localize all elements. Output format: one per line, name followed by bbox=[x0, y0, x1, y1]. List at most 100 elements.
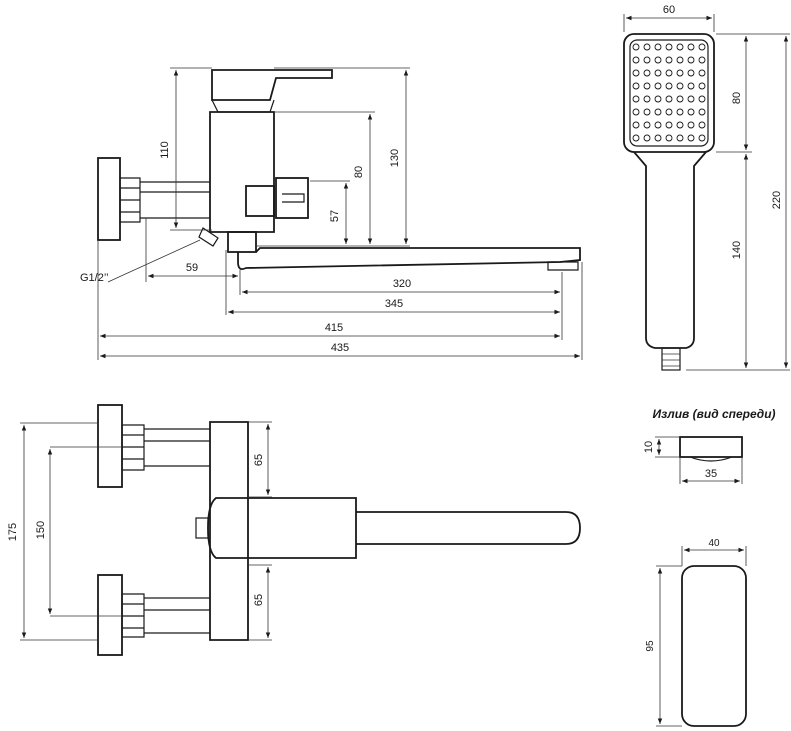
top-spout bbox=[356, 511, 581, 545]
spray-nozzle bbox=[654, 108, 662, 116]
dim-435: 435 bbox=[331, 342, 349, 354]
dim-40: 40 bbox=[708, 538, 720, 549]
spray-nozzle bbox=[687, 134, 695, 142]
spray-nozzle bbox=[643, 134, 651, 142]
shower-head bbox=[623, 33, 715, 153]
spray-nozzle bbox=[665, 43, 673, 51]
dim-65-lower: 65 bbox=[253, 594, 265, 606]
spray-nozzle bbox=[654, 82, 662, 90]
spray-nozzle bbox=[676, 69, 684, 77]
top-nut-lower bbox=[121, 593, 145, 638]
spray-nozzle bbox=[654, 56, 662, 64]
dim-57: 57 bbox=[329, 210, 341, 222]
mixer-top-view: 175 150 65 65 bbox=[7, 404, 581, 656]
spray-nozzle bbox=[654, 69, 662, 77]
spray-nozzles bbox=[632, 43, 706, 142]
spray-nozzle bbox=[643, 121, 651, 129]
shower-head-face bbox=[629, 39, 709, 147]
spray-nozzle bbox=[698, 82, 706, 90]
spray-nozzle bbox=[665, 95, 673, 103]
spray-nozzle bbox=[643, 82, 651, 90]
spout-front-caption: Излив (вид спереди) bbox=[652, 407, 775, 421]
dim-140: 140 bbox=[731, 241, 743, 259]
shower-outlet bbox=[198, 227, 219, 247]
spout-collar bbox=[227, 231, 257, 253]
spray-nozzle bbox=[687, 82, 695, 90]
spray-nozzle bbox=[654, 43, 662, 51]
thread-leader-line bbox=[107, 239, 201, 283]
spray-nozzle bbox=[632, 82, 640, 90]
spray-nozzle bbox=[643, 69, 651, 77]
diverter-knob bbox=[275, 177, 309, 219]
spray-nozzle bbox=[676, 121, 684, 129]
spray-nozzle bbox=[698, 95, 706, 103]
mixer-handle bbox=[211, 69, 333, 101]
spray-nozzle bbox=[632, 56, 640, 64]
mixer-side-view: 110 130 80 57 59 320 345 415 435 G1/2’’ bbox=[80, 67, 583, 360]
spout bbox=[237, 247, 581, 271]
spray-nozzle bbox=[665, 134, 673, 142]
eccentric-pipe bbox=[140, 181, 210, 219]
top-nut-upper bbox=[121, 424, 145, 471]
top-pipe-lower bbox=[144, 597, 210, 634]
spray-nozzle bbox=[687, 95, 695, 103]
handle-base bbox=[211, 99, 275, 113]
spray-nozzle bbox=[698, 121, 706, 129]
spray-nozzle bbox=[665, 108, 673, 116]
spray-nozzle bbox=[654, 134, 662, 142]
dim-80: 80 bbox=[353, 166, 365, 178]
spout-end-outline bbox=[681, 565, 747, 727]
spray-nozzle bbox=[632, 121, 640, 129]
top-flange-lower bbox=[97, 574, 123, 656]
spray-nozzle bbox=[654, 121, 662, 129]
dim-60: 60 bbox=[663, 4, 675, 16]
dim-220: 220 bbox=[771, 191, 783, 209]
spray-nozzle bbox=[643, 56, 651, 64]
shower-handle bbox=[633, 151, 707, 349]
spray-nozzle bbox=[676, 82, 684, 90]
spray-nozzle bbox=[643, 43, 651, 51]
dim-320: 320 bbox=[393, 278, 411, 290]
spray-nozzle bbox=[654, 95, 662, 103]
top-pipe-upper bbox=[144, 428, 210, 467]
spray-nozzle bbox=[665, 82, 673, 90]
spray-nozzle bbox=[665, 56, 673, 64]
dim-175: 175 bbox=[7, 523, 19, 541]
diverter-lever bbox=[282, 193, 305, 203]
dim-80-head: 80 bbox=[731, 92, 743, 104]
dim-65-upper: 65 bbox=[253, 454, 265, 466]
dim-59: 59 bbox=[186, 262, 198, 274]
spray-nozzle bbox=[698, 108, 706, 116]
spray-nozzle bbox=[676, 108, 684, 116]
spray-nozzle bbox=[643, 108, 651, 116]
hand-shower-view: 60 80 220 140 bbox=[623, 4, 790, 371]
spray-nozzle bbox=[632, 69, 640, 77]
spray-nozzle bbox=[665, 121, 673, 129]
spray-nozzle bbox=[665, 69, 673, 77]
spray-nozzle bbox=[643, 95, 651, 103]
spray-nozzle bbox=[632, 95, 640, 103]
spout-aerator bbox=[547, 261, 579, 271]
spray-nozzle bbox=[687, 43, 695, 51]
mixer-body bbox=[209, 111, 275, 233]
spray-nozzle bbox=[687, 121, 695, 129]
dim-10: 10 bbox=[643, 441, 655, 453]
shower-connector bbox=[661, 347, 681, 371]
spout-front-outline bbox=[679, 436, 743, 458]
dim-110: 110 bbox=[159, 141, 171, 159]
spray-nozzle bbox=[632, 134, 640, 142]
thread-label: G1/2’’ bbox=[80, 272, 109, 284]
spray-nozzle bbox=[687, 108, 695, 116]
spout-front-view: Излив (вид спереди) 10 35 bbox=[643, 407, 776, 484]
spray-nozzle bbox=[698, 43, 706, 51]
dim-345: 345 bbox=[385, 298, 403, 310]
dim-150: 150 bbox=[35, 521, 47, 539]
spray-nozzle bbox=[698, 69, 706, 77]
spray-nozzle bbox=[676, 134, 684, 142]
top-shower-outlet bbox=[195, 517, 209, 539]
spray-nozzle bbox=[632, 43, 640, 51]
spout-end-view: 40 95 bbox=[645, 538, 747, 727]
top-handle bbox=[207, 497, 357, 559]
hex-nut bbox=[119, 177, 141, 223]
